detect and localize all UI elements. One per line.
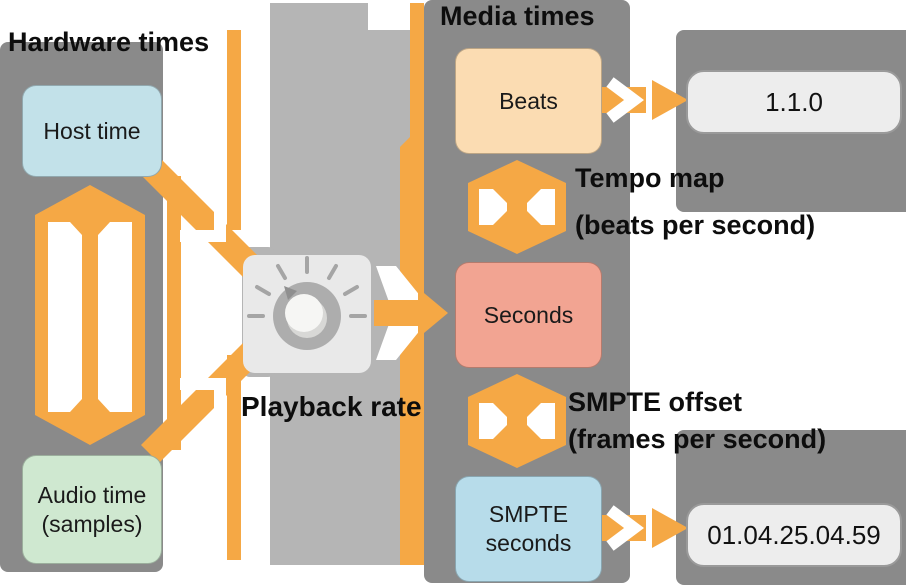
host-to-knob-arrow bbox=[141, 157, 261, 277]
label-smpte-offset: SMPTE offset (frames per second) bbox=[568, 384, 826, 458]
display-smpte-value: 01.04.25.04.59 bbox=[707, 519, 881, 550]
box-host-time: Host time bbox=[22, 85, 162, 177]
vertical-connector-bar bbox=[167, 176, 181, 450]
chevron-gap-icon bbox=[180, 196, 226, 242]
media-column-connector-bar bbox=[400, 3, 424, 565]
label-tempo-map-line2: (beats per second) bbox=[575, 210, 816, 240]
vertical-connector-bar bbox=[227, 30, 241, 230]
label-hardware-times: Hardware times bbox=[8, 27, 209, 58]
label-playback-rate-text: Playback rate bbox=[241, 391, 422, 422]
rate-knob-icon bbox=[243, 255, 371, 373]
knob-tick-marks bbox=[247, 256, 367, 318]
box-audio-time-label-line1: Audio time bbox=[37, 481, 147, 508]
label-playback-rate: Playback rate bbox=[241, 391, 422, 423]
label-hardware-times-text: Hardware times bbox=[8, 27, 210, 57]
host-audio-conversion-icon bbox=[35, 185, 145, 445]
knob-pointer-icon bbox=[284, 286, 297, 300]
display-bar-beat-value: 1.1.0 bbox=[765, 86, 823, 117]
knob-to-seconds-arrow bbox=[374, 266, 448, 360]
display-bar-beat: 1.1.0 bbox=[686, 70, 902, 134]
box-audio-time-label-line2: (samples) bbox=[41, 510, 143, 537]
box-smpte-label-line2: seconds bbox=[485, 530, 572, 556]
box-smpte-label-line1: SMPTE bbox=[488, 501, 569, 528]
label-smpte-offset-line2: (frames per second) bbox=[568, 424, 827, 454]
label-media-times-text: Media times bbox=[440, 1, 595, 31]
seconds-smpte-conversion-icon bbox=[468, 374, 566, 468]
box-beats-label: Beats bbox=[499, 87, 558, 114]
box-audio-time: Audio time (samples) bbox=[22, 455, 162, 564]
box-smpte-seconds: SMPTE seconds bbox=[455, 476, 602, 582]
label-media-times: Media times bbox=[440, 1, 595, 32]
box-host-time-label: Host time bbox=[43, 117, 141, 144]
label-tempo-map-line1: Tempo map bbox=[575, 163, 725, 193]
box-seconds-label: Seconds bbox=[483, 301, 574, 328]
beats-to-display-arrow bbox=[600, 77, 688, 123]
display-smpte: 01.04.25.04.59 bbox=[686, 503, 902, 567]
beats-seconds-conversion-icon bbox=[468, 160, 566, 254]
audio-to-knob-arrow bbox=[141, 343, 261, 463]
panel-knob-column-top bbox=[270, 3, 368, 33]
smpte-to-display-arrow bbox=[600, 505, 688, 551]
vertical-connector-bar bbox=[227, 355, 241, 560]
chevron-gap-icon bbox=[180, 378, 226, 424]
box-beats: Beats bbox=[455, 48, 602, 154]
box-seconds: Seconds bbox=[455, 262, 602, 368]
hardware-merge-arrows bbox=[141, 30, 261, 560]
label-tempo-map: Tempo map (beats per second) bbox=[575, 155, 815, 249]
label-smpte-offset-line1: SMPTE offset bbox=[568, 387, 743, 417]
